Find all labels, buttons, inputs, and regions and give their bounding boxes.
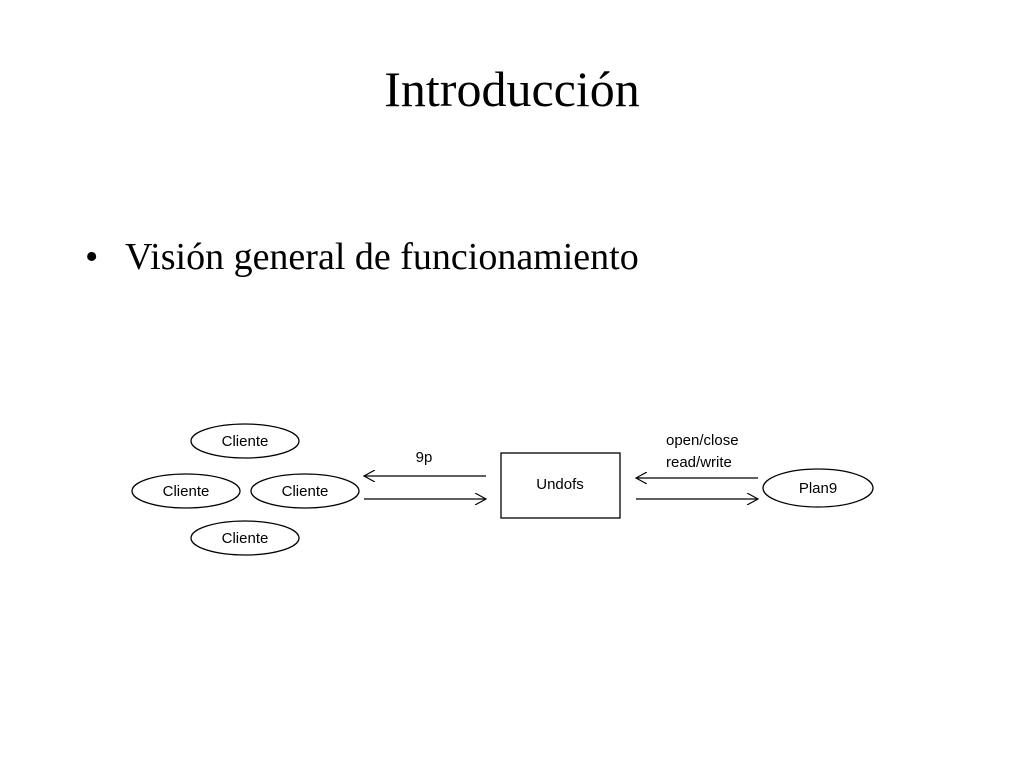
bullet-dot: • [85,236,99,278]
plan9-label: Plan9 [799,480,837,497]
plan9-node: Plan9 [762,468,874,508]
client-label: Cliente [222,433,269,450]
bullet-text: Visión general de funcionamiento [125,236,639,278]
link-label-open-close: open/close [666,432,739,449]
client-node-left: Cliente [131,473,241,509]
link-label-read-write: read/write [666,454,732,471]
client-label: Cliente [163,483,210,500]
undofs-label: Undofs [536,476,584,493]
slide-title: Introducción [384,61,640,117]
client-label: Cliente [282,483,329,500]
client-node-right: Cliente [250,473,360,509]
bullet-item: • Visión general de funcionamiento [85,235,639,281]
client-node-bottom: Cliente [190,520,300,556]
link-label-9p: 9p [416,449,433,466]
client-label: Cliente [222,530,269,547]
client-node-top: Cliente [190,423,300,459]
undofs-box: Undofs [500,452,621,519]
